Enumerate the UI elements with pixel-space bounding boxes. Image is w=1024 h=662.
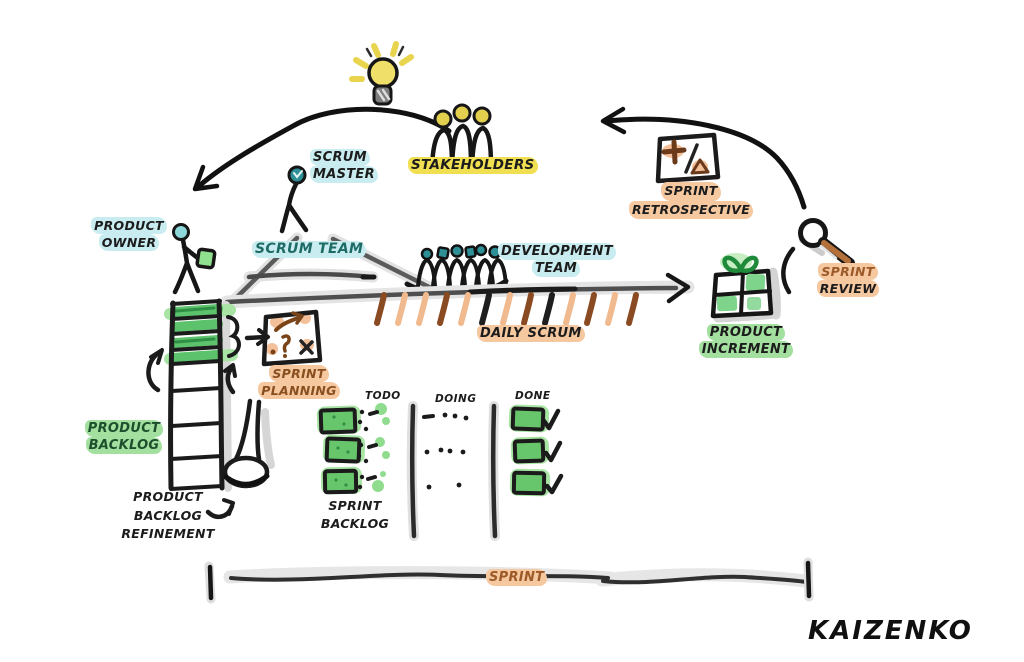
sprint-retrospective-label: SPRINT RETROSPECTIVE <box>626 182 756 219</box>
sprint-timeline-arrow <box>220 272 695 309</box>
product-owner-figure <box>172 223 217 295</box>
product-owner-label: PRODUCT OWNER <box>88 217 170 251</box>
kanban-board <box>316 401 564 541</box>
funnel-icon <box>222 398 275 489</box>
product-increment-label: PRODUCT INCREMENT <box>696 324 796 358</box>
sprint-backlog-label: SPRINT BACKLOG <box>320 498 390 531</box>
sprint-review-label: SPRINT REVIEW <box>812 263 884 297</box>
product-backlog-label: PRODUCT BACKLOG <box>82 420 166 454</box>
gift-icon <box>710 253 781 323</box>
scrum-team-label: SCRUM TEAM <box>252 241 367 258</box>
daily-scrum-label: DAILY SCRUM <box>477 325 585 342</box>
retro-return-arrow <box>600 106 807 210</box>
lightbulb-icon <box>349 41 414 106</box>
sprint-timeline-label: SPRINT <box>486 569 548 586</box>
sprint-brackets <box>204 557 814 604</box>
sprint-planning-label: SPRINT PLANNING <box>254 365 344 399</box>
done-column-header: DONE <box>515 390 551 402</box>
doing-column-header: DOING <box>435 393 477 405</box>
feedback-arrow <box>192 106 452 192</box>
product-backlog-refinement-label: PRODUCT BACKLOG REFINEMENT <box>121 489 215 541</box>
retrospective-board-icon <box>655 132 721 184</box>
scrum-master-label: SCRUM MASTER <box>310 149 378 183</box>
stakeholders-label: STAKEHOLDERS <box>408 157 538 174</box>
scrum-master-figure <box>279 165 309 234</box>
backlog-flow-arrows <box>146 315 270 520</box>
todo-column-header: TODO <box>365 390 401 402</box>
planning-board-icon <box>261 309 323 367</box>
backlog-ladder <box>164 298 238 492</box>
development-team-label: DEVELOPMENT TEAM <box>498 243 616 277</box>
stakeholders-figures <box>429 103 494 170</box>
magnifier-icon <box>781 218 855 295</box>
daily-scrum-ticks <box>374 292 639 326</box>
kaizenko-logo: KAIZENKO <box>808 616 973 646</box>
